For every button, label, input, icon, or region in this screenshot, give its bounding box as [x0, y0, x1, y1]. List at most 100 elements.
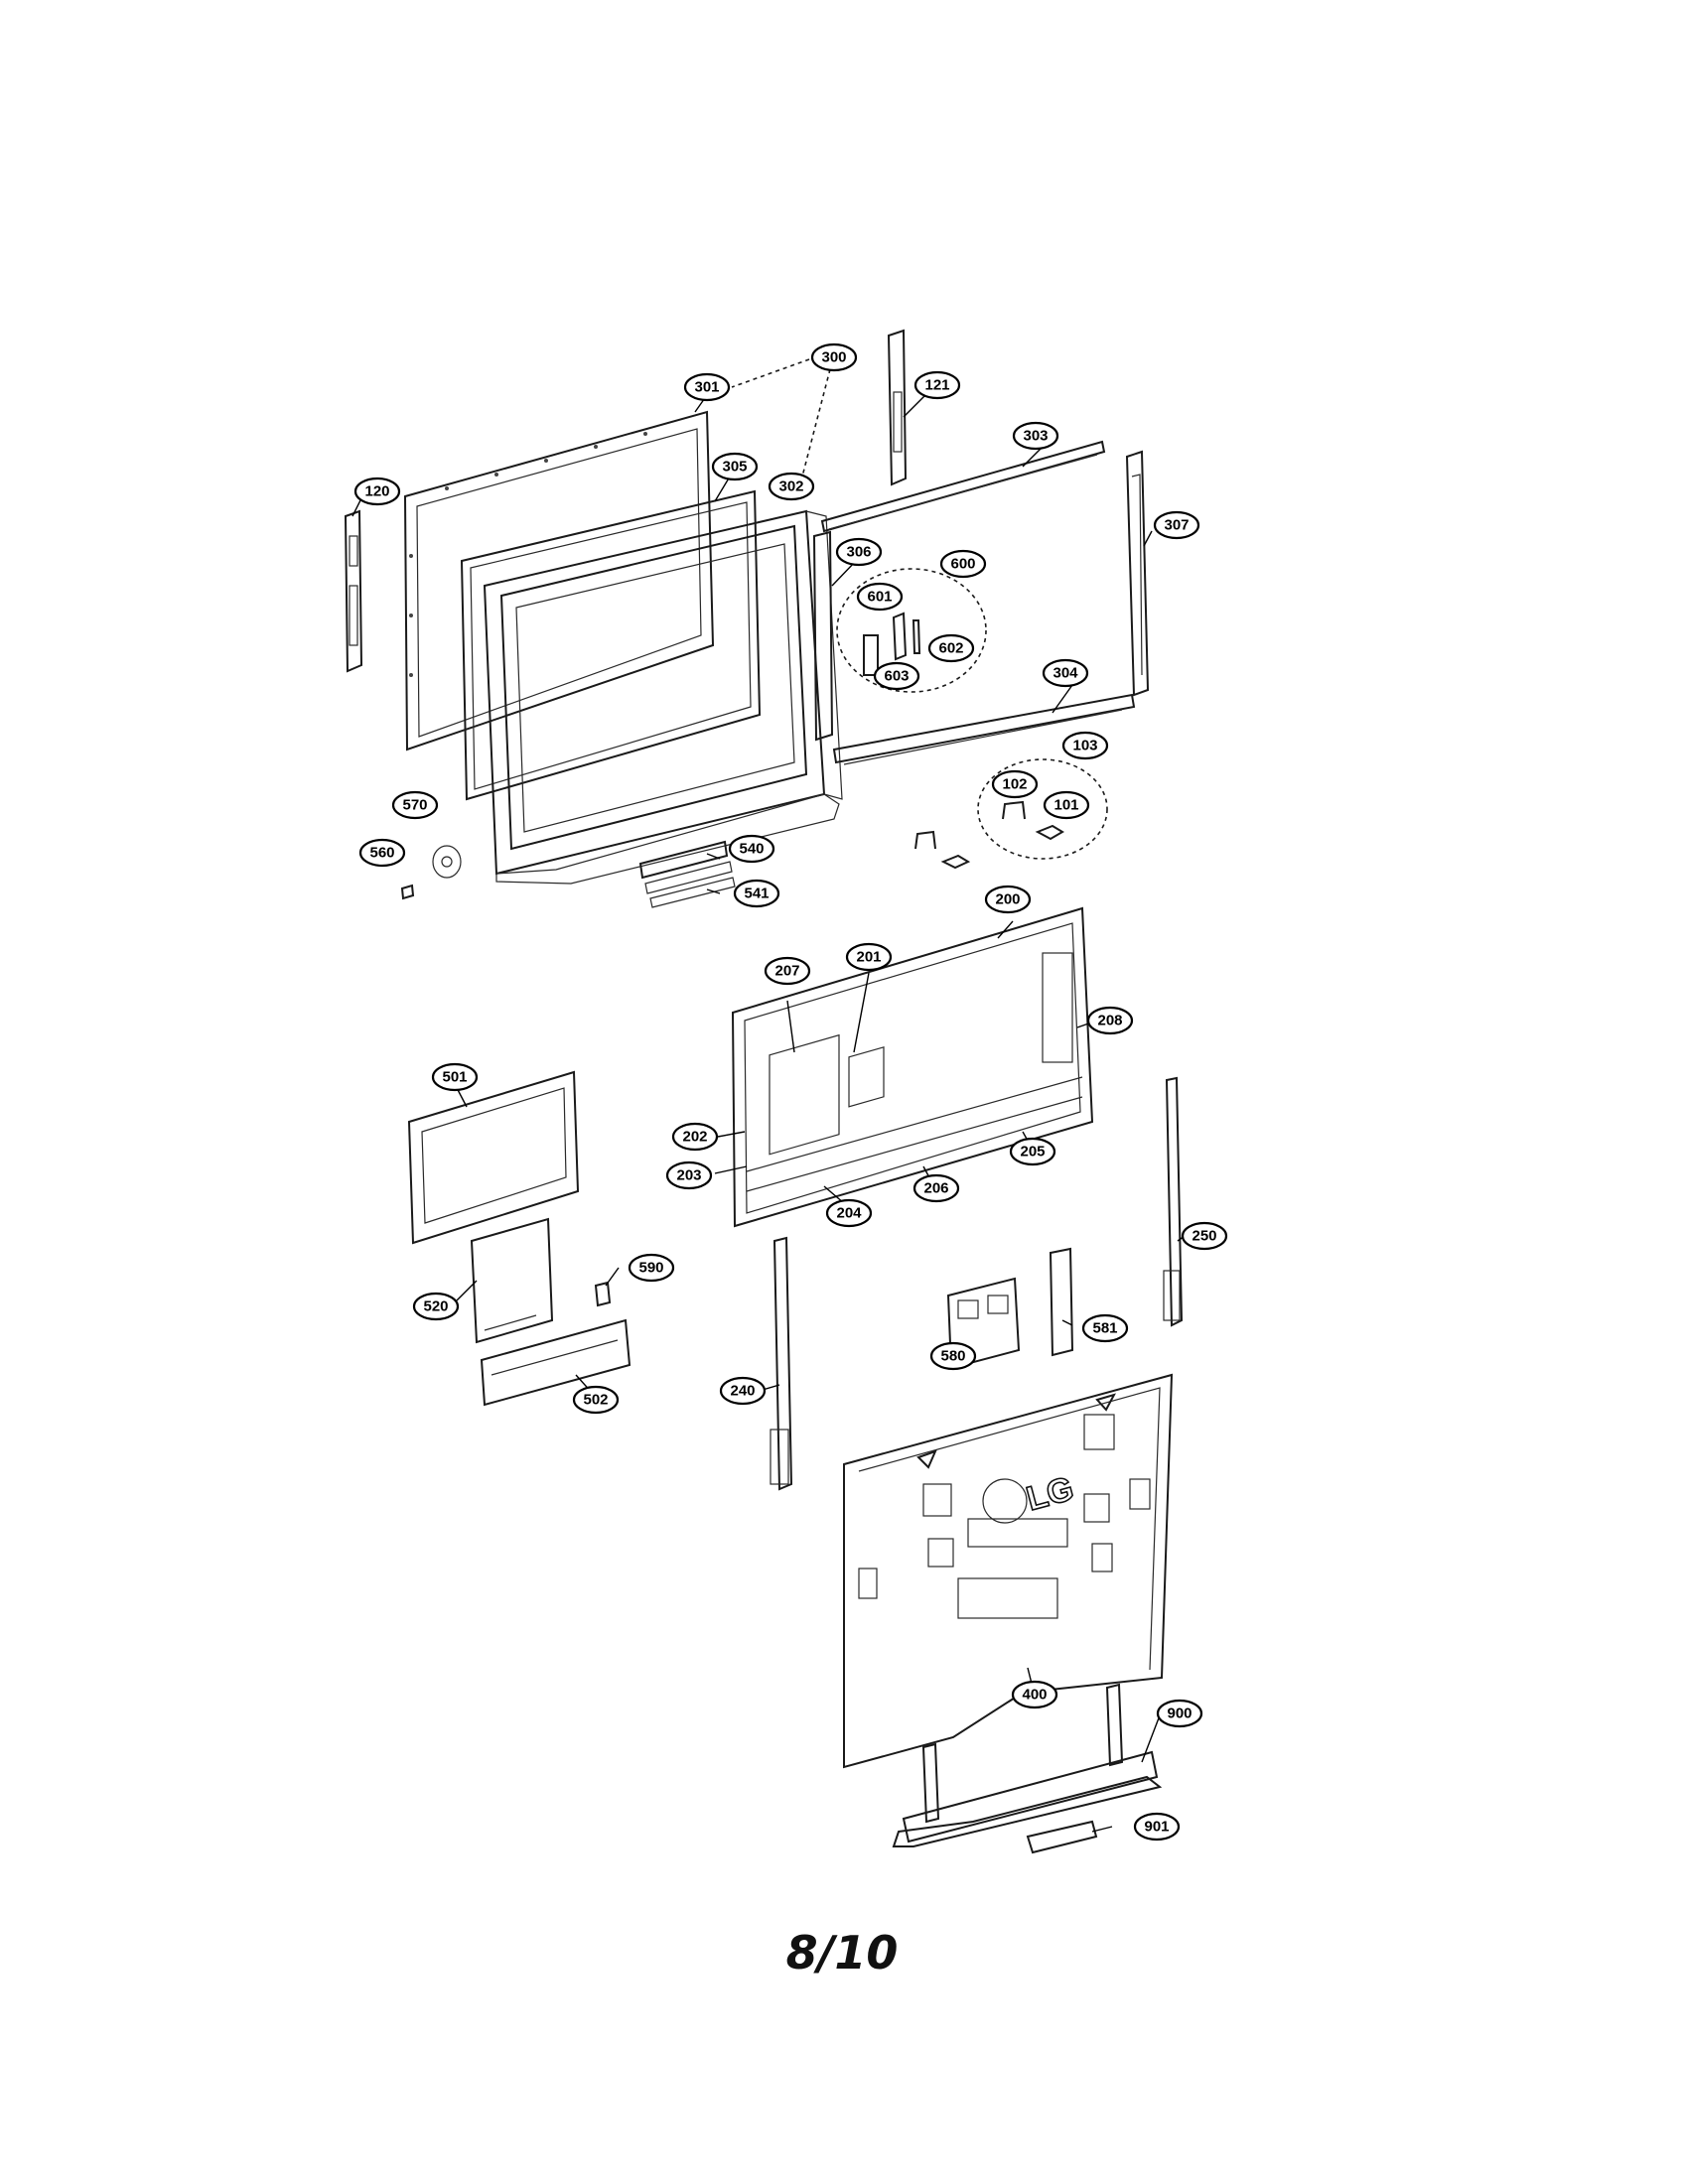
part-590-connector — [594, 1281, 612, 1307]
callout-300: 300 — [810, 342, 858, 372]
part-400-back-cover: LG — [843, 1373, 1174, 1769]
part-900-stand — [892, 1683, 1163, 1847]
svg-text:302: 302 — [778, 478, 803, 495]
page-number: 8/10 — [785, 1926, 899, 1979]
callout-240: 240 — [719, 1376, 767, 1406]
callout-307: 307 — [1153, 510, 1200, 540]
callout-560: 560 — [358, 838, 406, 868]
callout-302: 302 — [768, 472, 815, 501]
callout-601: 601 — [856, 582, 904, 612]
svg-text:204: 204 — [836, 1205, 862, 1222]
callout-120: 120 — [353, 477, 401, 506]
svg-text:201: 201 — [856, 949, 881, 966]
callout-603: 603 — [873, 661, 920, 691]
svg-text:590: 590 — [638, 1260, 663, 1277]
callout-570: 570 — [391, 790, 439, 820]
svg-text:560: 560 — [369, 845, 394, 862]
svg-text:541: 541 — [744, 886, 769, 902]
part-570-button — [432, 845, 462, 879]
part-307-right-rail — [1125, 450, 1150, 697]
callout-204: 204 — [825, 1198, 873, 1228]
svg-text:301: 301 — [694, 379, 719, 396]
svg-text:501: 501 — [442, 1069, 467, 1086]
callout-580: 580 — [929, 1341, 977, 1371]
svg-text:601: 601 — [867, 589, 892, 606]
callout-101: 101 — [1043, 790, 1090, 820]
svg-text:520: 520 — [423, 1298, 448, 1315]
part-901-stand-plate — [1026, 1820, 1098, 1854]
svg-text:580: 580 — [940, 1348, 965, 1365]
svg-text:208: 208 — [1097, 1013, 1122, 1029]
svg-text:102: 102 — [1002, 776, 1027, 793]
part-501-main-board — [407, 1070, 580, 1245]
part-120-left-bracket — [344, 509, 363, 673]
part-305-glass — [460, 489, 762, 801]
callout-304: 304 — [1042, 658, 1089, 688]
svg-text:581: 581 — [1092, 1320, 1117, 1337]
part-304-bottom-rail — [832, 693, 1136, 765]
callout-102: 102 — [991, 769, 1039, 799]
svg-text:207: 207 — [774, 963, 799, 980]
link-300-301 — [731, 358, 810, 388]
part-121-right-bracket — [887, 329, 908, 486]
part-301-outer-frame — [403, 410, 715, 751]
svg-text:101: 101 — [1053, 797, 1078, 814]
svg-text:250: 250 — [1192, 1228, 1216, 1245]
part-520-sub-board — [470, 1217, 554, 1344]
svg-text:240: 240 — [730, 1383, 755, 1400]
part-560-clip — [400, 884, 415, 900]
callout-520: 520 — [412, 1292, 460, 1321]
callout-600: 600 — [939, 549, 987, 579]
callout-502: 502 — [572, 1385, 620, 1415]
leader-lines — [351, 391, 1186, 1833]
svg-text:570: 570 — [402, 797, 427, 814]
callout-602: 602 — [927, 633, 975, 663]
callout-590: 590 — [628, 1253, 675, 1283]
part-303-top-rail — [820, 440, 1106, 533]
svg-text:206: 206 — [923, 1180, 948, 1197]
callout-501: 501 — [431, 1062, 479, 1092]
callout-541: 541 — [733, 879, 780, 908]
svg-text:200: 200 — [995, 891, 1020, 908]
svg-text:303: 303 — [1023, 428, 1048, 445]
part-200-plasma-module — [731, 906, 1094, 1228]
svg-text:300: 300 — [821, 349, 846, 366]
svg-text:602: 602 — [938, 640, 963, 657]
part-540-541-control-boards — [638, 840, 736, 908]
callout-203: 203 — [665, 1160, 713, 1190]
part-250-right-support — [1163, 1076, 1184, 1327]
part-502-io-board — [480, 1318, 632, 1407]
callout-250: 250 — [1181, 1221, 1228, 1251]
svg-text:202: 202 — [682, 1129, 707, 1146]
svg-text:203: 203 — [676, 1167, 701, 1184]
svg-text:103: 103 — [1072, 738, 1097, 754]
svg-text:306: 306 — [846, 544, 871, 561]
callout-200: 200 — [984, 885, 1032, 914]
callout-121: 121 — [913, 370, 961, 400]
svg-text:205: 205 — [1020, 1144, 1045, 1160]
svg-text:400: 400 — [1022, 1687, 1047, 1704]
callout-206: 206 — [912, 1173, 960, 1203]
callout-400: 400 — [1011, 1680, 1058, 1709]
callout-305: 305 — [711, 452, 759, 481]
group-103-stand-brackets — [914, 758, 1108, 870]
svg-text:600: 600 — [950, 556, 975, 573]
part-302-front-bezel — [483, 509, 843, 885]
callout-207: 207 — [764, 956, 811, 986]
part-240-left-support — [770, 1236, 793, 1491]
callout-201: 201 — [845, 942, 893, 972]
callout-901: 901 — [1133, 1812, 1181, 1842]
svg-text:900: 900 — [1167, 1706, 1192, 1722]
svg-text:121: 121 — [924, 377, 949, 394]
lg-logo-text: LG — [1023, 1469, 1077, 1518]
callout-208: 208 — [1086, 1006, 1134, 1035]
callout-202: 202 — [671, 1122, 719, 1152]
part-306-side-rail — [812, 530, 834, 742]
svg-text:305: 305 — [722, 459, 747, 476]
callout-900: 900 — [1156, 1699, 1203, 1728]
callout-306: 306 — [835, 537, 883, 567]
svg-text:502: 502 — [583, 1392, 608, 1409]
svg-text:901: 901 — [1144, 1819, 1169, 1836]
group-600-brackets — [836, 568, 987, 693]
